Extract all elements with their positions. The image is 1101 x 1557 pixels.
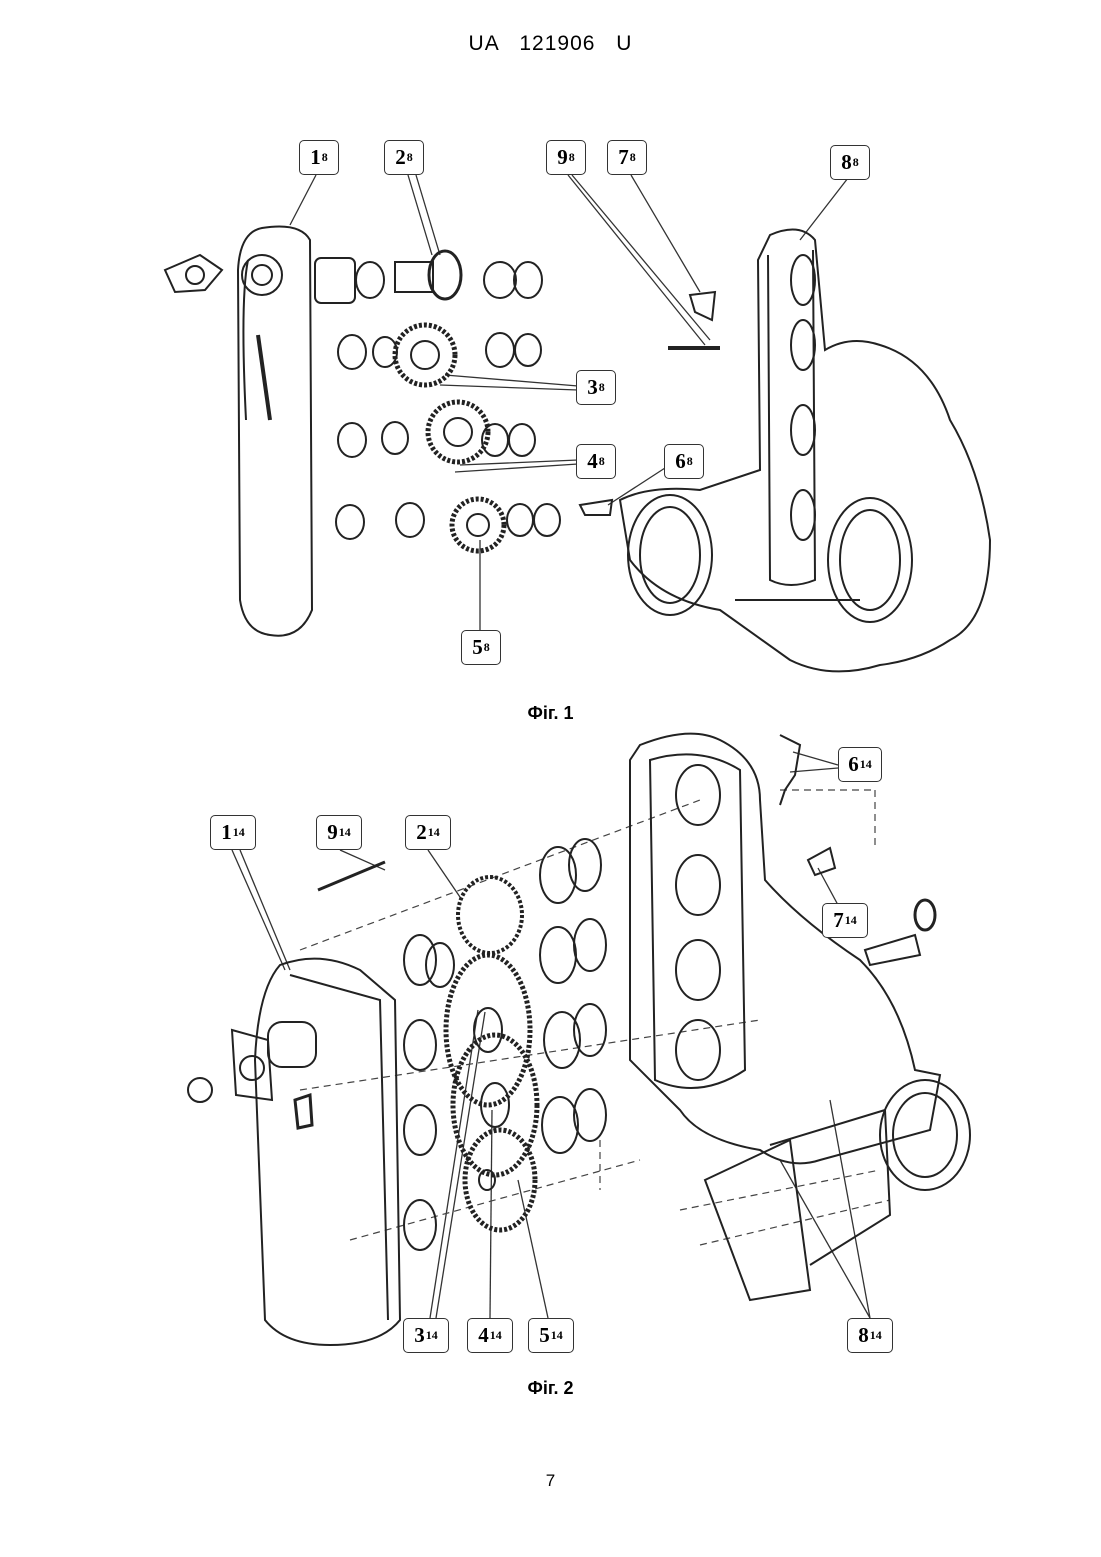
callout-4-14: 414: [467, 1318, 513, 1353]
page-number: 7: [0, 1471, 1101, 1491]
callout-8-14: 814: [847, 1318, 893, 1353]
figure-2-dashed-lines: [300, 790, 890, 1245]
callout-6-14: 614: [838, 747, 882, 782]
callout-2-14: 214: [405, 815, 451, 850]
callout-7-14: 714: [822, 903, 868, 938]
callout-1-14: 114: [210, 815, 256, 850]
figure-2-caption: Фіг. 2: [0, 1378, 1101, 1399]
gear-train-2-14: [404, 839, 606, 1250]
callout-9-14: 914: [316, 815, 362, 850]
frame-8-14-shape: [630, 734, 970, 1300]
callout-3-14: 314: [403, 1318, 449, 1353]
callout-5-14: 514: [528, 1318, 574, 1353]
cover-1-14-shape: [188, 959, 400, 1345]
